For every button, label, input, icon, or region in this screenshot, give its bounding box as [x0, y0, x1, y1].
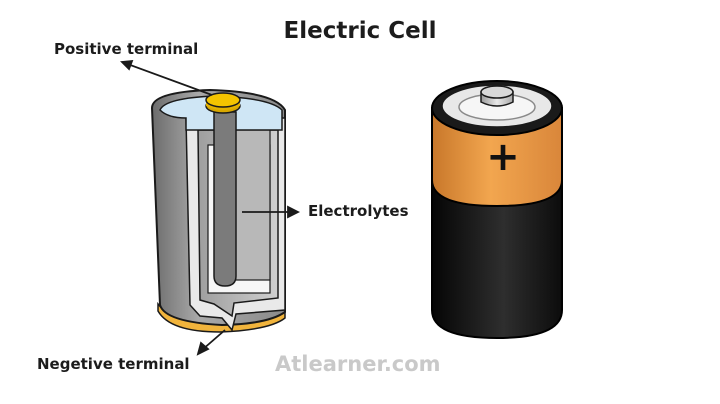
positive-terminal-label: Positive terminal: [54, 40, 199, 58]
diagram-title: Electric Cell: [283, 18, 437, 44]
battery-plus-symbol: +: [486, 134, 520, 180]
positive-cap-top: [205, 92, 241, 108]
watermark: Atlearner.com: [275, 352, 441, 376]
positive-arrow: [121, 61, 213, 96]
battery-terminal-top: [480, 85, 514, 99]
battery-top-band: [431, 107, 563, 208]
negative-terminal-label: Negetive terminal: [37, 355, 190, 373]
positive-arrowhead: [120, 59, 134, 71]
negative-arrowhead: [196, 341, 210, 356]
carbon-rod: [213, 111, 237, 287]
leader-lines: [120, 59, 301, 356]
cutaway-cell: [150, 88, 286, 333]
battery-body: [431, 179, 563, 340]
electrolytes-label: Electrolytes: [308, 202, 409, 220]
electrolytes-arrowhead: [287, 205, 301, 219]
battery: +: [431, 80, 563, 340]
